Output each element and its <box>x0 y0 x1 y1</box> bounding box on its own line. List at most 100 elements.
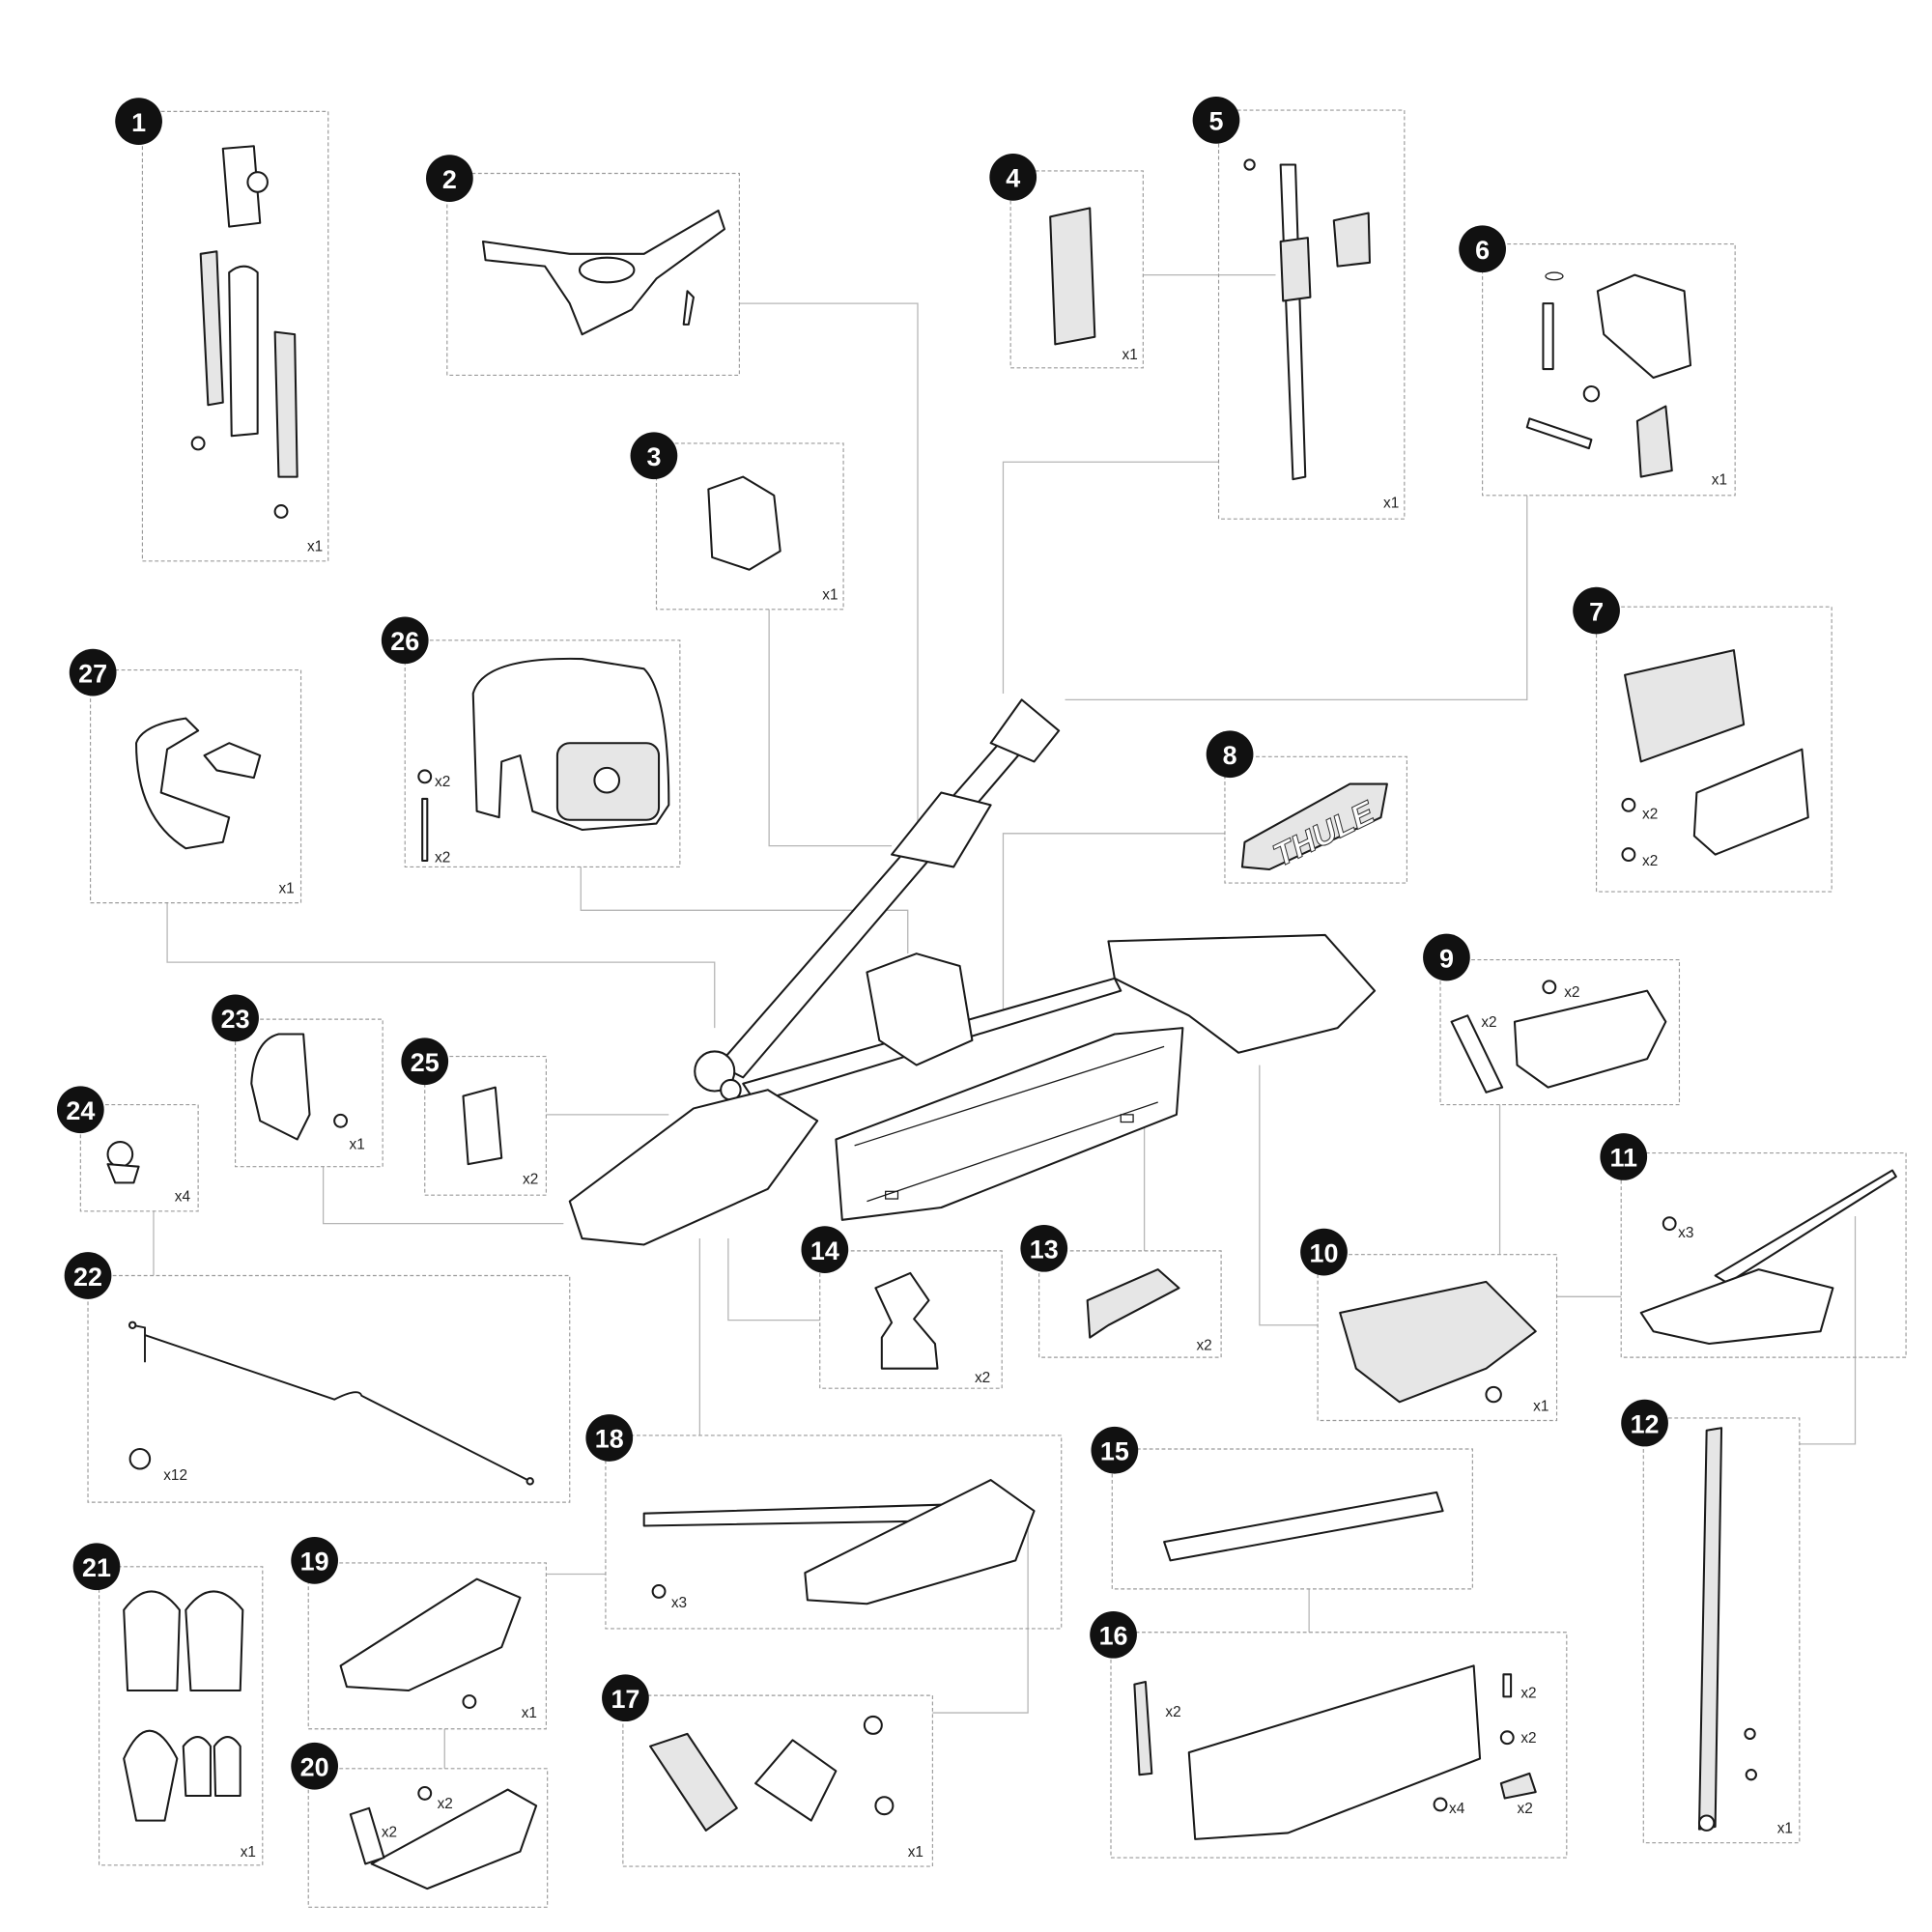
part-number: 1 <box>131 108 146 137</box>
part-number: 10 <box>1310 1238 1339 1267</box>
leader-line <box>768 609 893 847</box>
part-number-badge <box>801 1226 849 1273</box>
part-number: 24 <box>66 1096 95 1125</box>
leader-line <box>580 867 909 954</box>
part-27-drawing <box>135 717 262 850</box>
part-19-drawing <box>339 1577 522 1709</box>
quantity-label: x1 <box>307 539 323 555</box>
quantity-label: x1 <box>350 1137 365 1153</box>
part-number-badge <box>64 1252 112 1299</box>
quantity-label: x2 <box>1196 1337 1211 1353</box>
part-number-badge <box>1091 1426 1139 1474</box>
quantity-label: x2 <box>1481 1014 1496 1031</box>
quantity-label: x2 <box>1564 984 1579 1001</box>
part-number: 11 <box>1610 1144 1637 1173</box>
part-number: 16 <box>1099 1622 1128 1651</box>
part-12-drawing <box>1697 1427 1757 1832</box>
quantity-label: x1 <box>1777 1820 1793 1836</box>
leader-line <box>1002 833 1225 1029</box>
part-25-drawing <box>462 1086 503 1166</box>
part-panel-6: 6x1 <box>1459 225 1736 497</box>
part-frame <box>404 639 681 868</box>
part-number-badge <box>56 1086 104 1134</box>
quantity-label: x2 <box>1642 853 1658 869</box>
leader-line <box>1799 1215 1857 1445</box>
part-frame <box>87 1274 571 1503</box>
part-13-drawing <box>1086 1268 1180 1339</box>
part-panel-21: 21 x1 <box>72 1543 264 1866</box>
quantity-label: x2 <box>1165 1704 1180 1720</box>
part-3-drawing <box>707 475 781 571</box>
part-frame <box>307 1562 547 1730</box>
part-number: 4 <box>1006 164 1020 193</box>
part-number-badge <box>989 153 1037 201</box>
part-1-drawing <box>190 145 298 519</box>
part-number-badge <box>1020 1224 1068 1272</box>
part-frame <box>1217 109 1406 520</box>
quantity-label: x3 <box>671 1595 687 1611</box>
part-number: 25 <box>411 1048 440 1077</box>
part-10-drawing <box>1339 1280 1537 1404</box>
part-number-badge <box>1192 97 1240 144</box>
quantity-label: x2 <box>435 849 450 866</box>
part-14-drawing <box>874 1271 939 1370</box>
part-number-badge <box>426 155 473 202</box>
part-number-badge <box>1206 730 1254 779</box>
part-number: 3 <box>646 442 661 471</box>
quantity-label: x1 <box>1533 1398 1548 1414</box>
part-number: 14 <box>810 1236 839 1265</box>
part-number: 22 <box>73 1263 102 1292</box>
part-number-badge <box>69 648 117 696</box>
quantity-label: x4 <box>1449 1801 1465 1817</box>
part-26-drawing <box>417 657 670 863</box>
part-panel-15: 15 <box>1091 1426 1473 1590</box>
part-number: 2 <box>442 165 457 194</box>
part-number-badge <box>115 98 162 145</box>
quantity-label: x1 <box>241 1844 256 1861</box>
quantity-label: x3 <box>1678 1225 1693 1241</box>
part-4-drawing <box>1049 207 1096 346</box>
quantity-label: x2 <box>523 1172 538 1188</box>
part-11-drawing <box>1639 1169 1897 1346</box>
part-number-badge <box>1300 1228 1348 1276</box>
part-15-drawing <box>1163 1491 1444 1562</box>
quantity-label: x1 <box>1122 347 1138 363</box>
part-2-drawing <box>481 209 726 336</box>
part-frame <box>605 1435 1063 1630</box>
part-panel-10: 10 x1 <box>1300 1228 1558 1422</box>
part-panel-25: 25 x2 <box>401 1037 547 1196</box>
part-number: 21 <box>82 1553 111 1582</box>
quantity-label: x2 <box>1520 1730 1536 1747</box>
part-23-drawing <box>250 1033 349 1141</box>
part-number: 6 <box>1475 236 1490 265</box>
part-5-drawing <box>1243 158 1371 481</box>
part-number-badge <box>1423 933 1470 981</box>
part-17-drawing <box>649 1715 895 1832</box>
part-9-drawing <box>1450 980 1667 1094</box>
part-number-badge <box>602 1674 649 1722</box>
part-number: 12 <box>1631 1409 1660 1438</box>
part-frame <box>1009 170 1144 369</box>
part-number-badge <box>291 1537 338 1584</box>
quantity-label: x2 <box>435 774 450 790</box>
part-frame <box>1111 1448 1473 1590</box>
part-number: 7 <box>1589 597 1604 626</box>
part-panel-4: 4 x1 <box>989 153 1144 369</box>
part-frame <box>1224 755 1407 884</box>
quantity-label: x12 <box>163 1467 187 1484</box>
part-number-badge <box>1459 225 1506 273</box>
part-number: 15 <box>1100 1437 1129 1466</box>
leader-line <box>1002 461 1219 694</box>
part-number: 27 <box>78 659 107 688</box>
part-number: 5 <box>1208 107 1223 136</box>
quantity-label: x1 <box>822 587 838 604</box>
part-number: 20 <box>300 1752 329 1781</box>
leader-line <box>727 1238 820 1321</box>
leader-line <box>1065 495 1528 701</box>
